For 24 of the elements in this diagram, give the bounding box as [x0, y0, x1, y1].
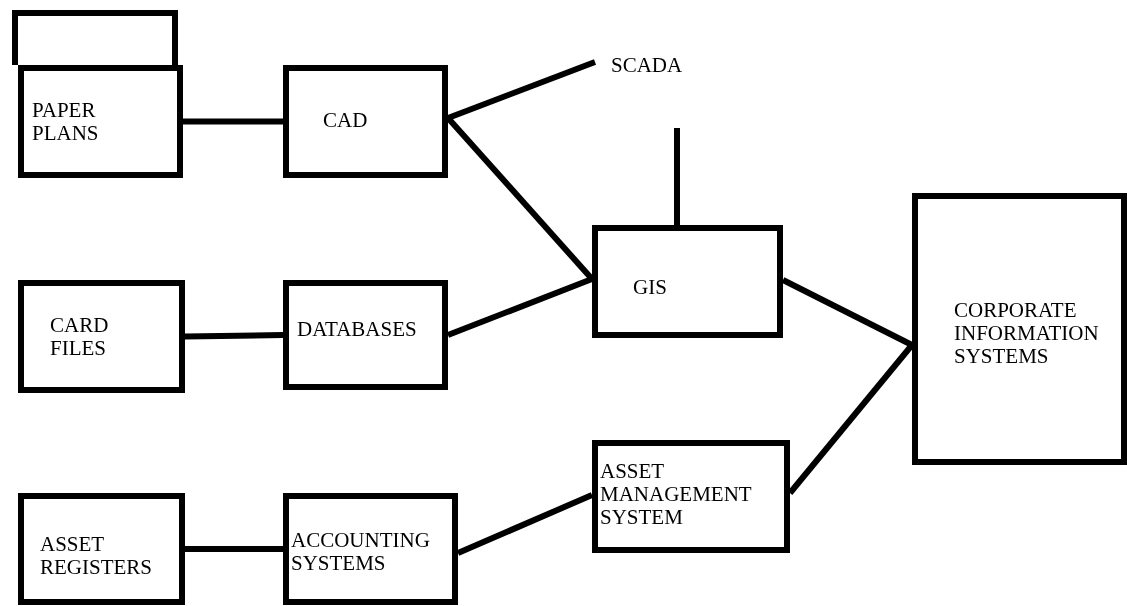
process-box	[912, 193, 1127, 465]
process-box	[18, 65, 183, 178]
process-box	[18, 493, 185, 605]
connector-line	[183, 118, 283, 125]
process-box	[18, 280, 185, 393]
box-label: CARD FILES	[50, 314, 110, 361]
box-label: CORPORATE INFORMATION SYSTEMS	[954, 299, 1100, 369]
process-box	[283, 65, 448, 178]
box-label: ASSET REGISTERS	[40, 533, 150, 580]
connector-line	[674, 128, 680, 225]
box-label: PAPER PLANS	[32, 99, 100, 146]
box-label: GIS	[633, 276, 668, 300]
empty-box	[12, 10, 178, 65]
connector-line	[184, 332, 284, 340]
process-box	[283, 493, 458, 605]
process-box	[283, 280, 448, 390]
box-label: ASSET MANAGEMENT SYSTEM	[600, 460, 753, 530]
process-box	[592, 225, 783, 338]
box-label: ACCOUNTING SYSTEMS	[291, 529, 431, 576]
box-label: DATABASES	[297, 318, 418, 342]
connector-line	[185, 546, 283, 552]
box-label: CAD	[323, 109, 369, 133]
system-label: SCADA	[611, 54, 684, 78]
process-box	[592, 440, 790, 553]
